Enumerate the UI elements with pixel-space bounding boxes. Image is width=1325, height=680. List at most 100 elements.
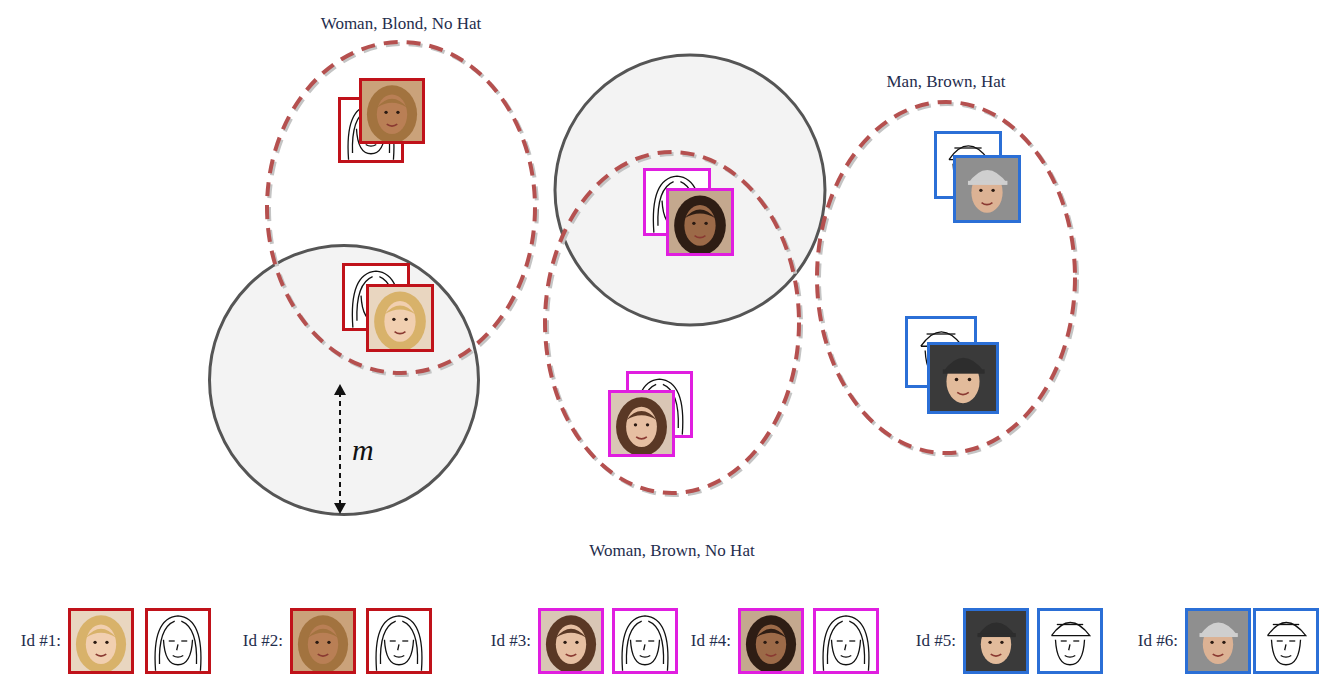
nose-line [845,644,846,650]
identity-label: Id #1: [21,631,61,651]
mouth [96,654,107,656]
mouth [318,654,329,656]
face-photo [68,608,134,674]
eye [392,318,395,321]
sketch-frame [614,610,677,673]
sketch-background [813,608,879,674]
eye [692,222,695,225]
eye-line [837,640,843,641]
cluster-heading: Woman, Brown, No Hat [463,541,881,561]
face [626,407,657,447]
mouth [982,203,993,205]
photo-background [953,155,1021,223]
hat-line [927,333,956,334]
photo-frame [610,392,674,456]
hat-outline [1052,623,1090,636]
eye-line [849,640,855,641]
eye [1222,641,1225,644]
photo-background [366,284,434,352]
margin-symbol: m [352,432,374,468]
mouth [566,654,577,656]
hair [374,291,426,351]
nose-line [644,644,645,650]
eye-line [636,640,642,641]
mouth-line [173,656,184,658]
hair [674,195,726,255]
mouth [636,437,647,439]
cluster-heading: Man, Brown, Hat [735,72,1157,92]
mouth [395,332,406,334]
mouth [766,654,777,656]
hat-brim [1200,633,1238,637]
eye [563,641,566,644]
face [308,625,338,665]
face-photo [538,608,604,674]
photo-background [1185,608,1251,674]
face-outline [384,640,413,665]
margin-circle-outline [210,246,479,515]
hat-outline [1268,623,1306,636]
face-sketch [1253,608,1319,674]
sketch-frame [147,610,210,673]
photo-frame [929,344,998,413]
eye-line [169,640,175,641]
face-sketch [612,608,678,674]
mouth [991,654,1002,656]
face [377,95,407,135]
mouth [387,124,398,126]
face-outline [1271,640,1300,665]
mouth [957,392,969,394]
face [556,625,586,665]
face-sketch [366,608,432,674]
eye [704,222,707,225]
face-photo [1185,608,1251,674]
eye [1000,641,1003,644]
face-outline [163,640,192,665]
identity-label: Id #5: [916,631,956,651]
identity-label: Id #6: [1138,631,1178,651]
face-photo [290,608,356,674]
eye [105,641,108,644]
photo-frame [368,286,433,351]
hair-outline [155,616,201,671]
eye [988,641,991,644]
photo-frame [292,610,355,673]
face-photo [366,284,434,352]
nose-line [1285,644,1286,650]
photo-frame [1187,610,1250,673]
dashed-cluster-outline [817,102,1075,453]
face [384,301,415,342]
face-photo [666,188,734,256]
mouth-line [1281,656,1292,658]
eye [991,189,994,192]
photo-frame [70,610,133,673]
arrow-head [334,384,346,395]
eye [979,189,982,192]
face-sketch [145,608,211,674]
eye-line [648,640,654,641]
face-photo [963,608,1029,674]
attribute-cluster: Woman, Brown, No Hat [543,150,801,495]
photo-background [359,78,425,144]
fringe [384,305,415,314]
face [684,205,715,246]
eye [775,641,778,644]
eye-line [1073,640,1079,641]
attribute-cluster: Woman, Blond, No Hat [265,40,537,375]
hat-line [1273,624,1299,625]
node-outline [208,244,480,516]
eye [968,378,972,382]
fringe [86,629,116,638]
face-photo [953,155,1021,223]
hair [367,85,417,143]
fringe [556,629,586,638]
photo-frame [965,610,1028,673]
hair [746,615,796,673]
eye [327,641,330,644]
mouth-line [1065,656,1076,658]
attribute-cluster: Man, Brown, Hat [815,100,1077,455]
hair-outline [622,616,668,671]
fringe [684,209,715,218]
